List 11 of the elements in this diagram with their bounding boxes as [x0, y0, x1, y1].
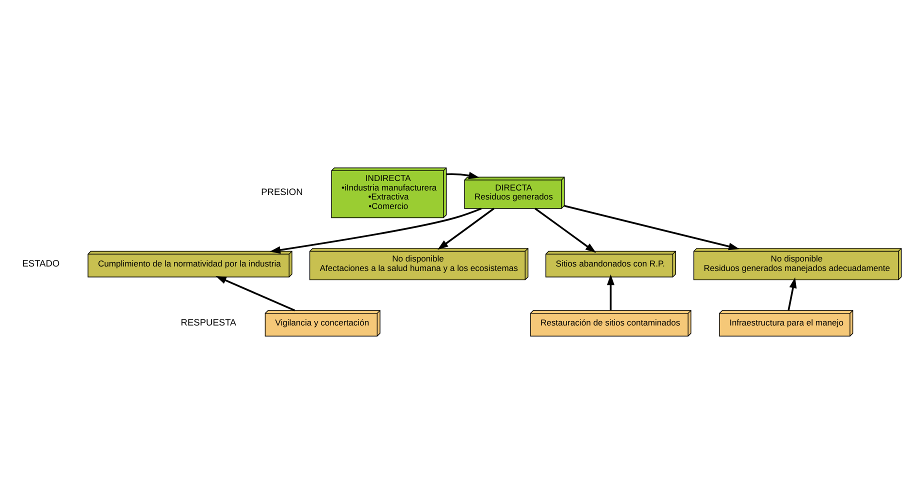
arrow	[564, 204, 740, 250]
label: ESTADO	[22, 258, 60, 269]
arrow	[270, 208, 482, 254]
arrow	[534, 208, 596, 253]
label: RESPUESTA	[180, 318, 236, 328]
arrow	[446, 172, 480, 180]
arrow	[606, 274, 614, 310]
label: PRESION	[261, 187, 303, 198]
arrow	[216, 276, 296, 312]
arrow	[788, 277, 797, 311]
arrow	[438, 208, 494, 250]
